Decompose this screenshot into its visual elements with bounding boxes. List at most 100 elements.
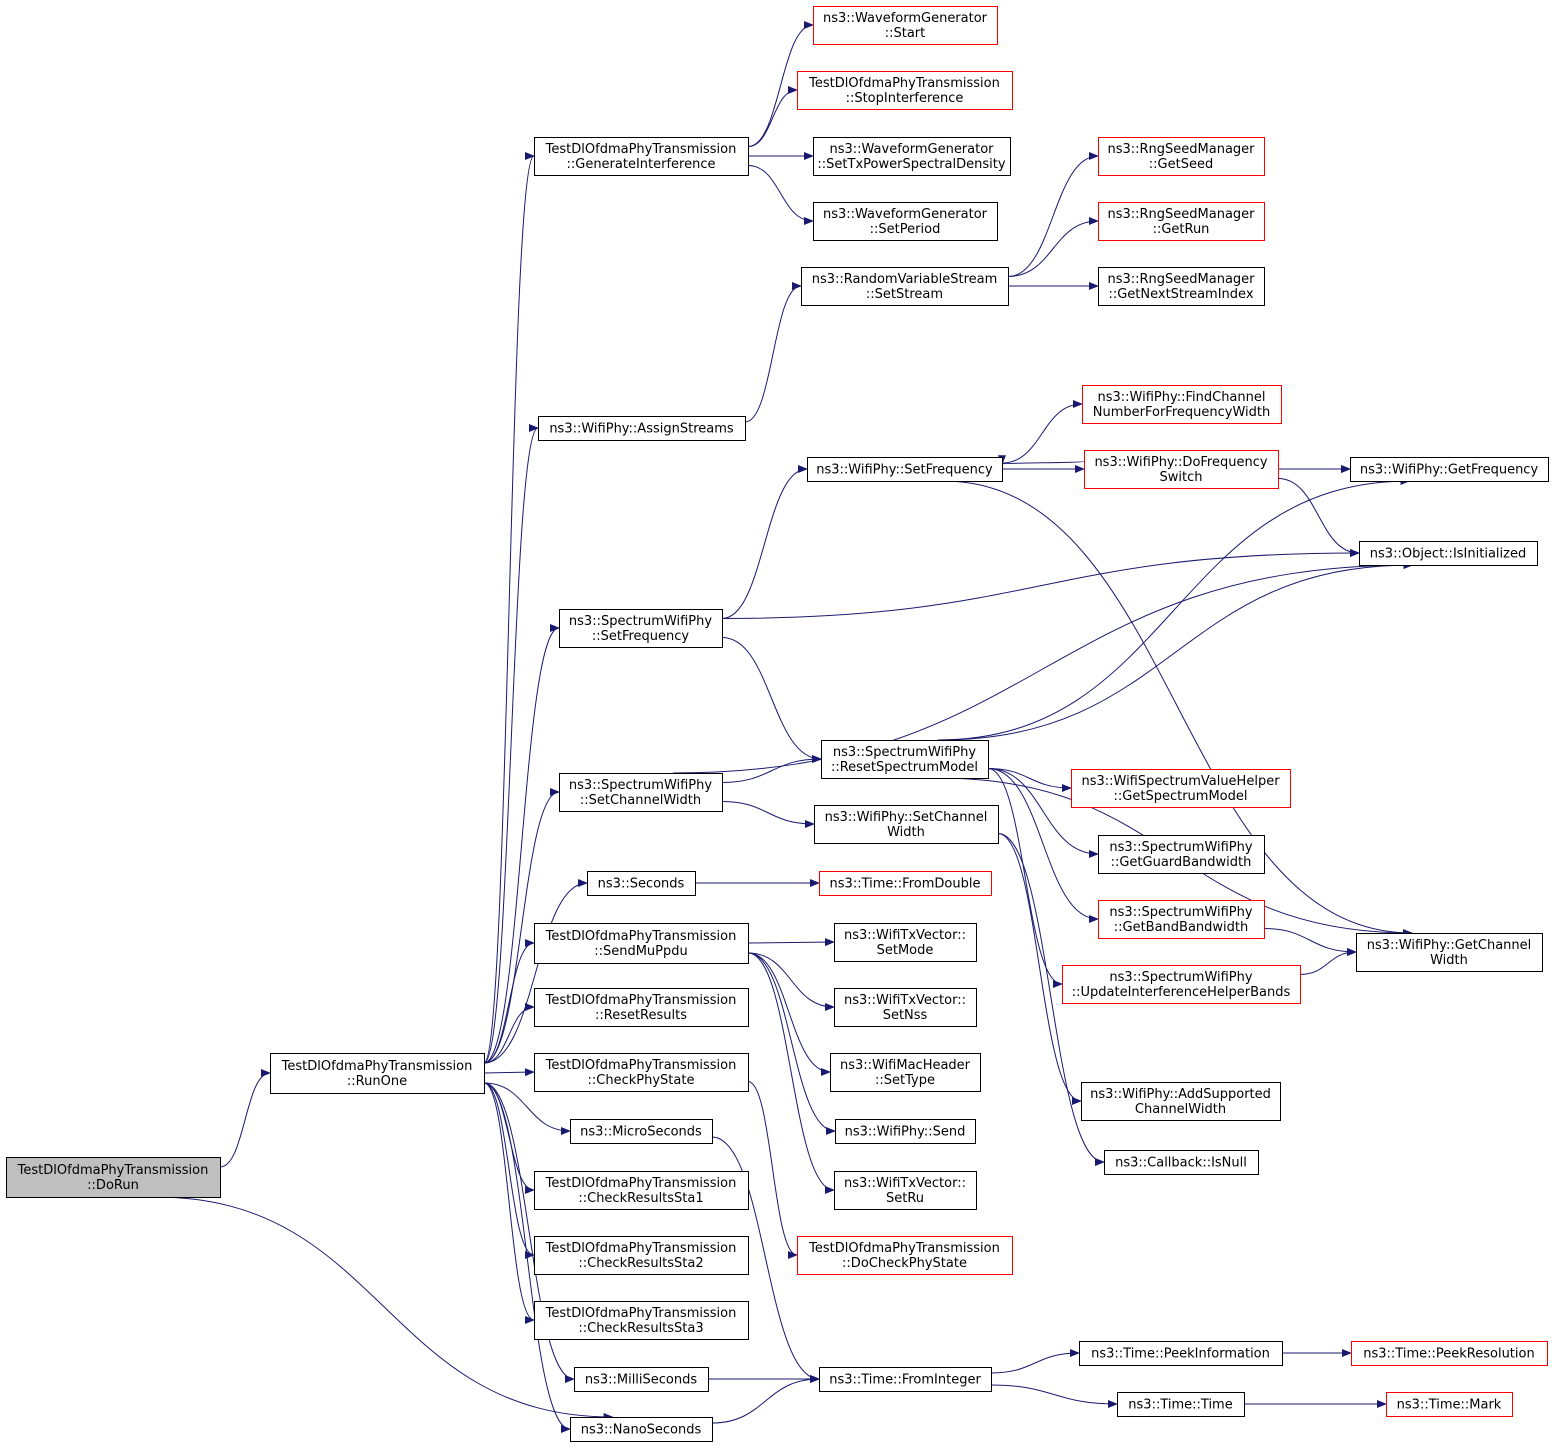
node-box[interactable] bbox=[1098, 900, 1265, 939]
node-SetNss[interactable]: ns3::WifiTxVector::SetNss bbox=[834, 988, 977, 1027]
node-StopInterference[interactable]: TestDlOfdmaPhyTransmission::StopInterfer… bbox=[797, 71, 1013, 110]
node-box[interactable] bbox=[559, 609, 723, 648]
node-PeekResolution[interactable]: ns3::Time::PeekResolution bbox=[1351, 1341, 1548, 1366]
node-box[interactable] bbox=[1359, 541, 1538, 566]
node-box[interactable] bbox=[534, 1171, 749, 1210]
node-box[interactable] bbox=[797, 1236, 1013, 1275]
node-Seconds[interactable]: ns3::Seconds bbox=[587, 871, 696, 896]
node-CheckPhyState[interactable]: TestDlOfdmaPhyTransmission::CheckPhyStat… bbox=[534, 1053, 749, 1092]
node-Mark[interactable]: ns3::Time::Mark bbox=[1386, 1392, 1513, 1417]
node-ResetResults[interactable]: TestDlOfdmaPhyTransmission::ResetResults bbox=[534, 988, 749, 1027]
node-box[interactable] bbox=[814, 805, 999, 844]
node-box[interactable] bbox=[819, 1367, 992, 1392]
node-TimeTime[interactable]: ns3::Time::Time bbox=[1117, 1392, 1245, 1417]
node-box[interactable] bbox=[1082, 385, 1282, 424]
node-box[interactable] bbox=[1098, 267, 1265, 306]
node-SWP_SetFrequency[interactable]: ns3::SpectrumWifiPhy::SetFrequency bbox=[559, 609, 723, 648]
node-box[interactable] bbox=[834, 923, 977, 962]
node-box[interactable] bbox=[797, 71, 1013, 110]
node-box[interactable] bbox=[1351, 1341, 1548, 1366]
node-MicroSeconds[interactable]: ns3::MicroSeconds bbox=[570, 1119, 713, 1144]
node-box[interactable] bbox=[534, 923, 749, 964]
node-box[interactable] bbox=[813, 137, 1011, 176]
node-box[interactable] bbox=[1356, 933, 1543, 972]
node-box[interactable] bbox=[534, 1053, 749, 1092]
node-Rng_GetNext[interactable]: ns3::RngSeedManager::GetNextStreamIndex bbox=[1098, 267, 1265, 306]
node-box[interactable] bbox=[1098, 835, 1265, 874]
node-box[interactable] bbox=[534, 137, 749, 176]
node-box[interactable] bbox=[801, 267, 1009, 306]
node-GetFrequency[interactable]: ns3::WifiPhy::GetFrequency bbox=[1350, 457, 1549, 482]
node-box[interactable] bbox=[1117, 1392, 1245, 1417]
node-GetGuardBandwidth[interactable]: ns3::SpectrumWifiPhy::GetGuardBandwidth bbox=[1098, 835, 1265, 874]
node-IsInitialized[interactable]: ns3::Object::IsInitialized bbox=[1359, 541, 1538, 566]
node-box[interactable] bbox=[538, 416, 746, 441]
node-WP_Send[interactable]: ns3::WifiPhy::Send bbox=[835, 1119, 976, 1144]
node-box[interactable] bbox=[1071, 769, 1291, 808]
node-box[interactable] bbox=[587, 871, 696, 896]
node-box[interactable] bbox=[1084, 450, 1279, 489]
node-SetMode[interactable]: ns3::WifiTxVector::SetMode bbox=[834, 923, 977, 962]
node-SetType[interactable]: ns3::WifiMacHeader::SetType bbox=[830, 1053, 981, 1092]
node-box[interactable] bbox=[819, 871, 992, 896]
node-box[interactable] bbox=[534, 1236, 749, 1275]
node-CRS2[interactable]: TestDlOfdmaPhyTransmission::CheckResults… bbox=[534, 1236, 749, 1275]
node-FromDouble[interactable]: ns3::Time::FromDouble bbox=[819, 871, 992, 896]
node-FindChannel[interactable]: ns3::WifiPhy::FindChannelNumberForFreque… bbox=[1082, 385, 1282, 424]
node-WG_SetTxPSD[interactable]: ns3::WaveformGenerator::SetTxPowerSpectr… bbox=[813, 137, 1011, 176]
node-FromInteger[interactable]: ns3::Time::FromInteger bbox=[819, 1367, 992, 1392]
node-box[interactable] bbox=[813, 202, 998, 241]
node-box[interactable] bbox=[1098, 137, 1265, 176]
node-box[interactable] bbox=[559, 773, 723, 812]
node-ResetSpectrumModel[interactable]: ns3::SpectrumWifiPhy::ResetSpectrumModel bbox=[821, 740, 989, 779]
node-GenerateInterference[interactable]: TestDlOfdmaPhyTransmission::GenerateInte… bbox=[534, 137, 749, 176]
node-box[interactable] bbox=[835, 1119, 976, 1144]
node-box[interactable] bbox=[834, 988, 977, 1027]
node-NanoSeconds[interactable]: ns3::NanoSeconds bbox=[570, 1417, 713, 1442]
node-box[interactable] bbox=[270, 1053, 485, 1094]
node-box[interactable] bbox=[821, 740, 989, 779]
node-MilliSeconds[interactable]: ns3::MilliSeconds bbox=[574, 1367, 709, 1392]
node-box[interactable] bbox=[570, 1417, 713, 1442]
node-Rng_GetRun[interactable]: ns3::RngSeedManager::GetRun bbox=[1098, 202, 1265, 241]
node-box[interactable] bbox=[570, 1119, 713, 1144]
node-box[interactable] bbox=[574, 1367, 709, 1392]
node-SetRu[interactable]: ns3::WifiTxVector::SetRu bbox=[834, 1171, 977, 1210]
node-box[interactable] bbox=[1104, 1150, 1259, 1175]
node-box[interactable] bbox=[1098, 202, 1265, 241]
node-WG_SetPeriod[interactable]: ns3::WaveformGenerator::SetPeriod bbox=[813, 202, 998, 241]
node-box[interactable] bbox=[1079, 1341, 1283, 1366]
node-CB_IsNull[interactable]: ns3::Callback::IsNull bbox=[1104, 1150, 1259, 1175]
node-box[interactable] bbox=[534, 988, 749, 1027]
node-UpdateIHB[interactable]: ns3::SpectrumWifiPhy::UpdateInterference… bbox=[1062, 965, 1301, 1004]
node-Rng_GetSeed[interactable]: ns3::RngSeedManager::GetSeed bbox=[1098, 137, 1265, 176]
node-SendMuPpdu[interactable]: TestDlOfdmaPhyTransmission::SendMuPpdu bbox=[534, 923, 749, 964]
node-GetSpectrumModel[interactable]: ns3::WifiSpectrumValueHelper::GetSpectru… bbox=[1071, 769, 1291, 808]
node-box[interactable] bbox=[1081, 1082, 1281, 1121]
node-DoCheckPhyState[interactable]: TestDlOfdmaPhyTransmission::DoCheckPhySt… bbox=[797, 1236, 1013, 1275]
node-CRS3[interactable]: TestDlOfdmaPhyTransmission::CheckResults… bbox=[534, 1301, 749, 1340]
node-box[interactable] bbox=[534, 1301, 749, 1340]
node-RVS_SetStream[interactable]: ns3::RandomVariableStream::SetStream bbox=[801, 267, 1009, 306]
node-PeekInformation[interactable]: ns3::Time::PeekInformation bbox=[1079, 1341, 1283, 1366]
node-GetBandBandwidth[interactable]: ns3::SpectrumWifiPhy::GetBandBandwidth bbox=[1098, 900, 1265, 939]
node-box[interactable] bbox=[813, 6, 998, 45]
node-box[interactable] bbox=[807, 457, 1003, 482]
node-box[interactable] bbox=[830, 1053, 981, 1092]
node-box[interactable] bbox=[1386, 1392, 1513, 1417]
node-box[interactable] bbox=[1350, 457, 1549, 482]
node-SWP_SetChannelWidth[interactable]: ns3::SpectrumWifiPhy::SetChannelWidth bbox=[559, 773, 723, 812]
node-WP_SetChannelWidth[interactable]: ns3::WifiPhy::SetChannelWidth bbox=[814, 805, 999, 844]
node-CRS1[interactable]: TestDlOfdmaPhyTransmission::CheckResults… bbox=[534, 1171, 749, 1210]
node-WP_SetFrequency[interactable]: ns3::WifiPhy::SetFrequency bbox=[807, 457, 1003, 482]
node-AssignStreams[interactable]: ns3::WifiPhy::AssignStreams bbox=[538, 416, 746, 441]
node-WG_Start[interactable]: ns3::WaveformGenerator::Start bbox=[813, 6, 998, 45]
node-RunOne[interactable]: TestDlOfdmaPhyTransmission::RunOne bbox=[270, 1053, 485, 1094]
node-box[interactable] bbox=[834, 1171, 977, 1210]
node-box[interactable] bbox=[1062, 965, 1301, 1004]
node-box[interactable] bbox=[6, 1157, 221, 1198]
node-DoRun[interactable]: TestDlOfdmaPhyTransmission::DoRun bbox=[6, 1157, 221, 1198]
